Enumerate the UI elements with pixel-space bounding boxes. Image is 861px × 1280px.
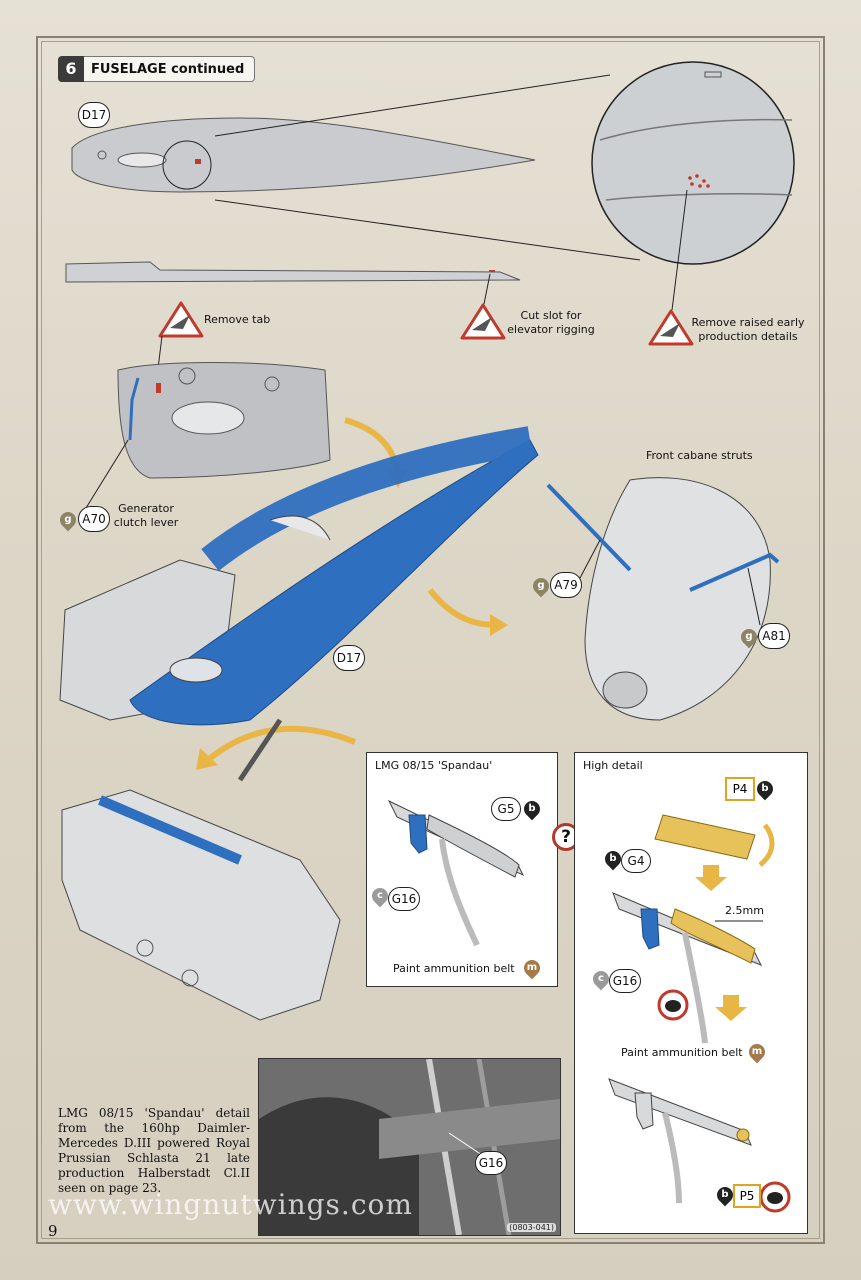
panel-lmg-title: LMG 08/15 'Spandau': [375, 759, 493, 772]
fuselage-half-top: [71, 117, 536, 193]
paint-m-lmg: m: [520, 956, 544, 980]
note-generator-line1: Generator: [118, 502, 174, 515]
detail-zoom-circle: [162, 140, 212, 190]
callout-a70: A70: [78, 506, 110, 532]
panel-high-detail: High detail P4 b b: [574, 752, 808, 1234]
callout-a79: A79: [550, 572, 582, 598]
engine-front-view: [584, 477, 771, 721]
etch-part-p4: [654, 814, 756, 860]
paint-g-a81: g: [737, 625, 761, 649]
page-number: 9: [48, 1222, 58, 1240]
note-remove-raised-line1: Remove raised early: [691, 316, 805, 329]
callout-d17-top: D17: [78, 102, 110, 128]
paint-g-a70: g: [56, 508, 80, 532]
page-frame-inner: [41, 41, 820, 1239]
callout-g5: G5: [491, 797, 521, 821]
note-generator: Generator clutch lever: [106, 502, 186, 530]
callout-d17-blue: D17: [333, 645, 365, 671]
photo-caption: LMG 08/15 'Spandau' detail from the 160h…: [58, 1106, 250, 1195]
fuselage-half-lower: [65, 261, 521, 283]
no-elephant-icon-2: [759, 1181, 791, 1213]
arrow-3: [206, 725, 357, 763]
reference-photo: G16 (0803-041): [258, 1058, 561, 1236]
arrow-2: [427, 588, 498, 628]
callout-g4: G4: [621, 849, 651, 873]
detail-zoom: [591, 61, 795, 265]
engine-lower-view: [61, 789, 341, 1021]
note-remove-tab: Remove tab: [204, 313, 271, 326]
page-frame: [36, 36, 825, 1244]
paint-g-a79: g: [529, 574, 553, 598]
reference-photo-shapes: [259, 1059, 560, 1235]
note-cut-slot: Cut slot for elevator rigging: [496, 309, 606, 337]
note-front-cabane: Front cabane struts: [646, 449, 753, 462]
warning-triangle-cut-slot: [460, 303, 506, 340]
paint-b-g5: b: [520, 797, 544, 821]
warning-triangle-remove-tab: [158, 301, 204, 338]
step-number: 6: [58, 55, 84, 82]
cabane-strut-right: [689, 552, 780, 592]
step-title: FUSELAGE continued: [91, 61, 245, 77]
warning-triangle-remove-raised: [648, 309, 694, 346]
step-header: 6 FUSELAGE continued: [58, 55, 256, 82]
panel-high-title: High detail: [583, 759, 643, 772]
note-remove-raised: Remove raised early production details: [688, 316, 808, 344]
callout-g16-photo: G16: [475, 1151, 507, 1175]
callout-p4: P4: [725, 777, 755, 801]
paint-m-high: m: [745, 1040, 769, 1064]
panel-lmg-note: Paint ammunition belt: [393, 962, 515, 975]
fuselage-blue: [129, 439, 539, 726]
callout-a81: A81: [758, 623, 790, 649]
high-detail-illustration: [608, 814, 791, 1213]
cabane-strut-left: [546, 483, 632, 572]
callout-g16-a: G16: [388, 887, 420, 911]
lmg-illustration: [387, 799, 525, 947]
note-cut-slot-line1: Cut slot for: [520, 309, 582, 322]
callout-g16-b: G16: [609, 969, 641, 993]
watermark-url: www.wingnutwings.com: [48, 1188, 413, 1221]
dimension-label: 2.5mm: [725, 904, 764, 917]
no-elephant-icon: [657, 989, 689, 1021]
paint-b-p4: b: [753, 777, 777, 801]
panel-lmg-spandau: LMG 08/15 'Spandau' G5 b c G16 Paint amm…: [366, 752, 558, 987]
callout-p5: P5: [733, 1184, 761, 1208]
photo-reference: (0803-041): [507, 1223, 556, 1232]
panel-high-note: Paint ammunition belt: [621, 1046, 743, 1059]
note-generator-line2: clutch lever: [113, 516, 179, 529]
note-cut-slot-line2: elevator rigging: [507, 323, 595, 336]
cockpit-opening: [117, 152, 167, 168]
note-remove-raised-line2: production details: [698, 330, 798, 343]
